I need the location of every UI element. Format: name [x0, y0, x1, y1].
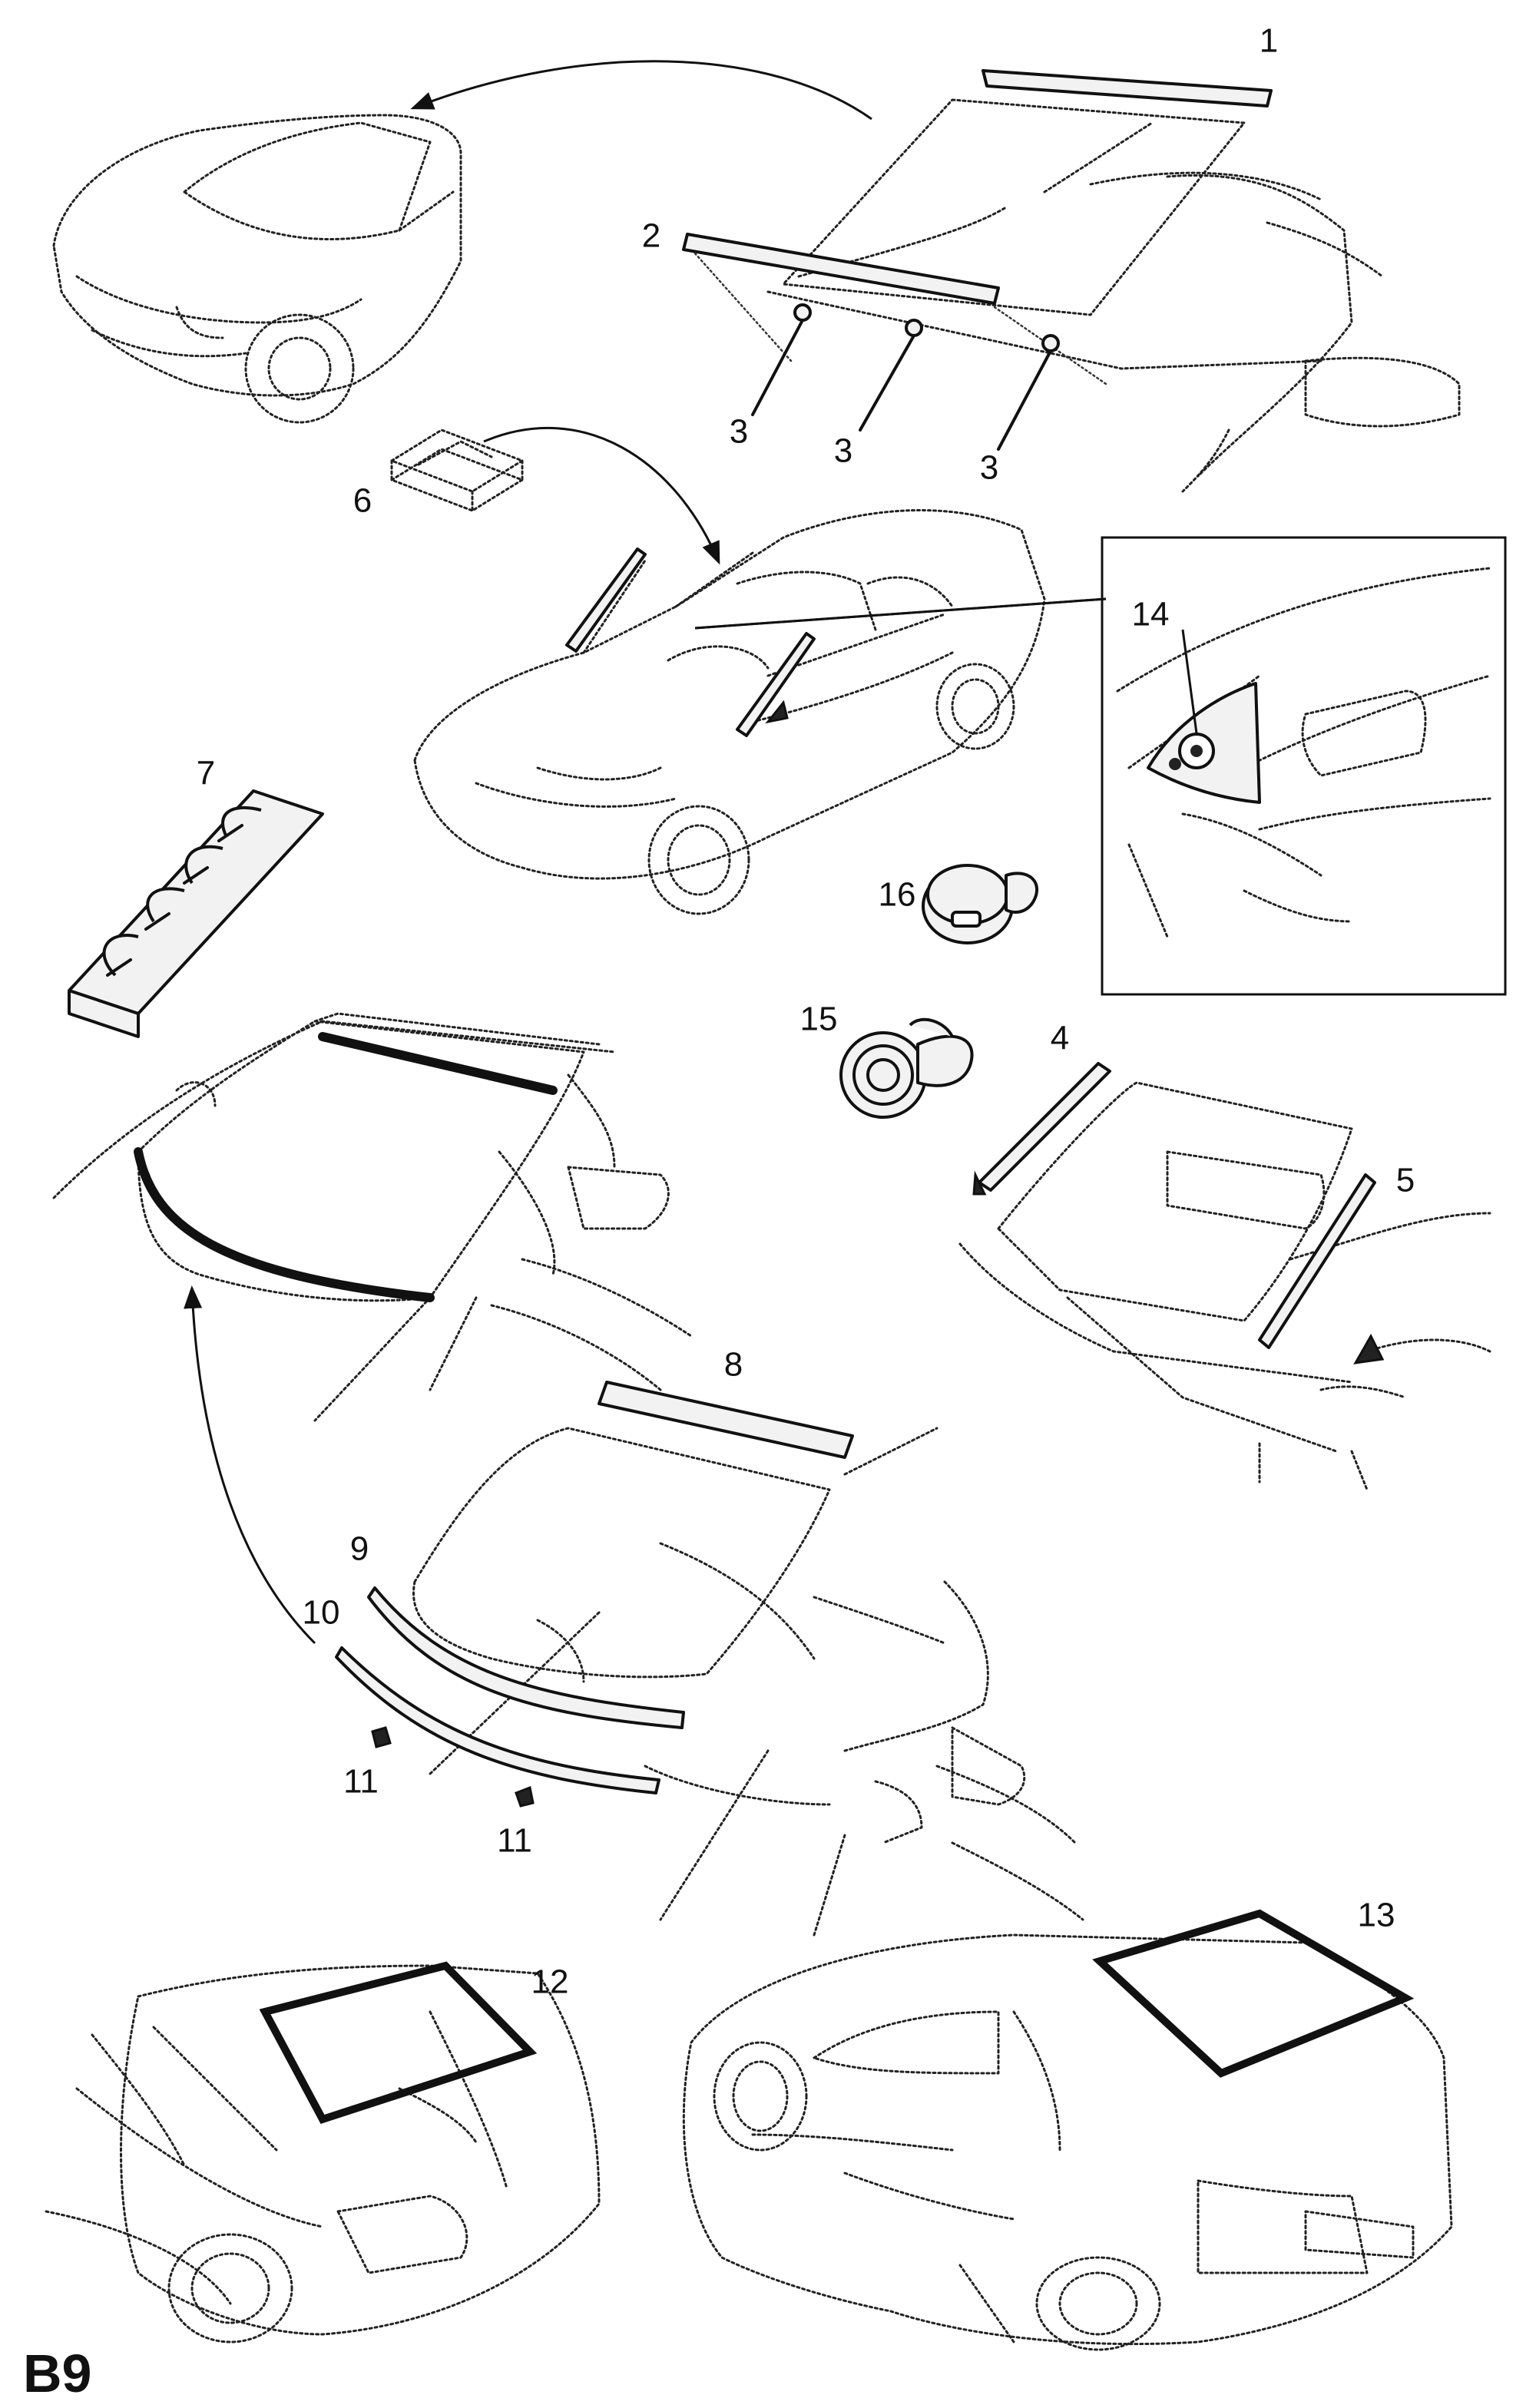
hatchback-rear-view [45, 1961, 601, 2344]
car-front-view-top-left [52, 114, 462, 424]
callout-7: 7 [197, 755, 215, 792]
callout-14: 14 [1132, 596, 1170, 633]
callout-2: 2 [642, 217, 660, 255]
windscreen-exploded-view [335, 1381, 1084, 1937]
arrow-6-to-convertible [483, 427, 720, 565]
part-3-clip-b [905, 319, 923, 337]
rear-glass-strips-view [958, 1062, 1491, 1491]
part-7-clip-carrier [68, 789, 324, 1038]
rear-screen-assembly-top [682, 69, 1461, 493]
part-2-moulding-strip [682, 233, 1000, 305]
callout-9: 9 [350, 1530, 369, 1568]
callout-4: 4 [1051, 1020, 1069, 1057]
callout-11a: 11 [343, 1763, 379, 1801]
part-11-clip-a [371, 1726, 392, 1748]
callout-3b: 3 [834, 432, 852, 470]
part-1-moulding-strip [982, 69, 1273, 108]
callout-15: 16 [879, 876, 916, 914]
callout-10: 10 [303, 1594, 340, 1632]
part-6-adhesive-pad [390, 428, 524, 512]
convertible-car-center [413, 509, 1046, 915]
detail-mirror-triangle [1116, 567, 1491, 938]
callout-11b: 11 [497, 1822, 532, 1860]
part-3-clip-c [1041, 334, 1060, 352]
callout-labels: 1 2 3 3 3 4 5 6 7 8 9 10 11 11 12 13 14 … [23, 22, 1415, 2403]
coupe-rear-view [682, 1909, 1453, 2351]
callout-8: 8 [724, 1346, 743, 1384]
arrow-to-front-car [410, 60, 872, 121]
part-15-clip [839, 1017, 974, 1119]
part-11-clip-b [515, 1785, 535, 1808]
callout-12: 12 [531, 1963, 569, 2001]
part-16-clip [922, 864, 1038, 944]
callout-3c: 3 [980, 449, 998, 487]
callout-3a: 3 [730, 413, 748, 451]
arrow-10-to-windscreen [184, 1285, 316, 1645]
callout-5: 5 [1396, 1162, 1415, 1199]
callout-15b: 15 [800, 1001, 838, 1038]
callout-13: 13 [1358, 1897, 1395, 1934]
sheet-id: B9 [23, 2344, 91, 2403]
callout-1: 1 [1260, 22, 1278, 60]
detail-box-14 [1101, 536, 1507, 996]
part-3-clip-a [793, 303, 812, 322]
callout-6: 6 [353, 482, 372, 520]
windscreen-installed-view [52, 1012, 693, 1422]
